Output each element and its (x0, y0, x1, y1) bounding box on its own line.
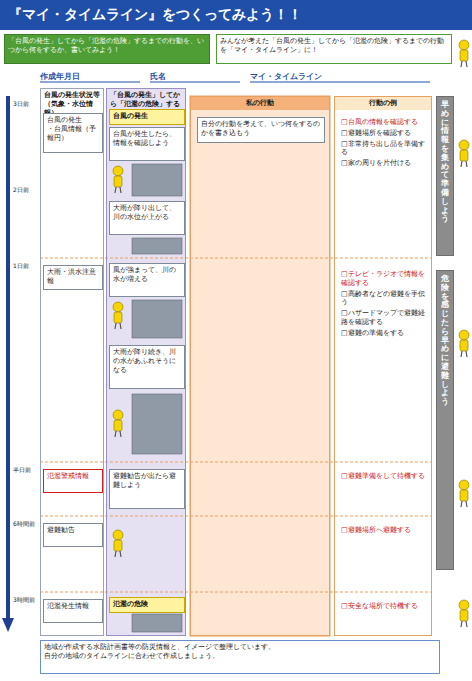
title-band (0, 0, 472, 30)
example-column: 行動の例 □台風の情報を確認する □避難場所を確認する □非常持ち出し品を準備する□家… (334, 96, 432, 636)
field-label: 氏名 (150, 72, 190, 82)
example-list: □安全な場所で待機する (337, 599, 431, 619)
situation-cell: 氾濫警戒情報 (43, 469, 103, 493)
node-text: 「台風の発生」してから「氾濫の危険」するまでの行動を、いつから何をするか、書いて… (8, 37, 206, 55)
node-text: 台風が発生したら、情報を確認しよう (113, 130, 181, 148)
timeline-arrowhead (2, 618, 14, 632)
node-text: みんなが考えた「台風の発生」してから「氾濫の危険」するまでの行動を「マイ・タイム… (220, 37, 448, 55)
situation-cell: 氾濫発生情報 (43, 599, 103, 623)
action-column: 私の行動自分の行動を考えて、いつ何をするのかを書き込もう (190, 96, 330, 636)
column-header-band (190, 96, 330, 110)
node-text: 台風の発生 (113, 112, 181, 121)
time-label: 3日前 (13, 100, 39, 107)
time-label: 1日前 (13, 262, 39, 269)
situation-column: 台風の発生状況等（気象・水位情報）台風の発生・台風情報（予報円）大雨・洪水注意報… (40, 88, 104, 636)
node-text: 地域が作成する水防計画書等の防災情報と、イメージで整理しています。 (44, 643, 436, 652)
node-text: □高齢者などの避難を手伝う (341, 290, 427, 308)
node-text: 大雨・洪水注意報 (47, 268, 99, 286)
example-list: □避難準備をして待機する (337, 469, 431, 489)
node-text: □家の周りを片付ける (341, 159, 427, 168)
node-text: 自分の地域のタイムラインに合わせて作成しましょう。 (44, 652, 436, 661)
node-text: □避難場所へ避難する (341, 526, 427, 535)
node-text: 避難勧告 (47, 526, 99, 535)
field-line (250, 82, 430, 83)
node-text: □避難準備をして待機する (341, 472, 427, 481)
timeline-arrow (6, 96, 10, 620)
node-text: □テレビ・ラジオで情報を確認する (341, 270, 427, 288)
time-label: 2日前 (13, 186, 39, 193)
node-text: 大雨が降り出して、川の水位が上がる (113, 204, 181, 222)
node-text: 私の行動 (194, 99, 326, 108)
example-list: □テレビ・ラジオで情報を確認する □高齢者などの避難を手伝う□ハザードマップで避難… (337, 267, 431, 347)
node-text: 自分の行動を考えて、いつ何をするのかを書き込もう (201, 120, 321, 138)
node-text: □避難の準備をする (341, 329, 427, 338)
field-label: マイ・タイムライン (250, 72, 340, 82)
node-text: 避難勧告が出たら避難しよう (113, 472, 181, 490)
vertical-banner: 早めに情報を集めて準備しよう (436, 96, 454, 256)
stage-box: 台風が発生したら、情報を確認しよう (109, 127, 185, 161)
row-separator (40, 258, 432, 592)
stage-box: 避難勧告が出たら避難しよう (109, 469, 185, 509)
situation-cell: 大雨・洪水注意報 (43, 265, 103, 290)
stage-box: 台風の発生 (109, 109, 185, 125)
footnote-box: 地域が作成する水防計画書等の防災情報と、イメージで整理しています。自分の地域のタ… (40, 640, 440, 674)
field-line (40, 82, 140, 83)
node-text: □避難場所を確認する (341, 129, 427, 138)
vertical-banner: 危険を感じたら早めに避難しよう (436, 270, 454, 570)
node-text: 行動の例 (338, 99, 428, 108)
column-ground (190, 96, 330, 636)
stage-box: 大雨が降り続き、川の水があふれそうになる (109, 345, 185, 389)
node-text: 台風の発生 (47, 116, 99, 125)
time-label: 3時間前 (13, 596, 39, 603)
page-title: 『マイ・タイムライン』をつくってみよう！！ (8, 6, 464, 23)
stage-box: 風が強まって、川の水が増える (109, 263, 185, 297)
node-text: □安全な場所で待機する (341, 602, 427, 611)
node-text: 大雨が降り続き、川の水があふれそうになる (113, 348, 181, 374)
instruction-box: みんなが考えた「台風の発生」してから「氾濫の危険」するまでの行動を「マイ・タイム… (216, 34, 452, 64)
field-label: 作成年月日 (40, 72, 100, 82)
example-list: □避難場所へ避難する (337, 523, 431, 543)
column-ground (106, 88, 186, 636)
node-text: 氾濫の危険 (113, 600, 181, 609)
field-line (150, 82, 240, 83)
column-header-band (334, 96, 432, 110)
time-label: 6時間前 (13, 520, 39, 527)
node-text: ・台風情報（予報円） (47, 125, 99, 143)
node-text: 氾濫発生情報 (47, 602, 99, 611)
situation-cell: 台風の発生・台風情報（予報円） (43, 113, 103, 153)
node-text: 氾濫警戒情報 (47, 472, 99, 481)
banner-text: 早めに情報を集めて準備しよう (441, 101, 449, 224)
node-text: □ハザードマップで避難経路を確認する (341, 309, 427, 327)
time-label: 半日前 (13, 466, 39, 473)
illustration-column: 「台風の発生」してから「氾濫の危険」するまで台風の発生台風が発生したら、情報を確… (106, 88, 186, 636)
node-text: □台風の情報を確認する (341, 118, 427, 127)
node-text: □非常持ち出し品を準備する (341, 140, 427, 158)
example-list: □台風の情報を確認する □避難場所を確認する □非常持ち出し品を準備する□家の周りを… (337, 115, 431, 175)
stage-box: 大雨が降り出して、川の水位が上がる (109, 201, 185, 235)
node-text: 風が強まって、川の水が増える (113, 266, 181, 284)
stage-box: 氾濫の危険 (109, 597, 185, 613)
note-box: 自分の行動を考えて、いつ何をするのかを書き込もう (197, 117, 325, 143)
situation-cell: 避難勧告 (43, 523, 103, 547)
instruction-box: 「台風の発生」してから「氾濫の危険」するまでの行動を、いつから何をするか、書いて… (4, 34, 210, 64)
banner-text: 危険を感じたら早めに避難しよう (441, 275, 449, 407)
